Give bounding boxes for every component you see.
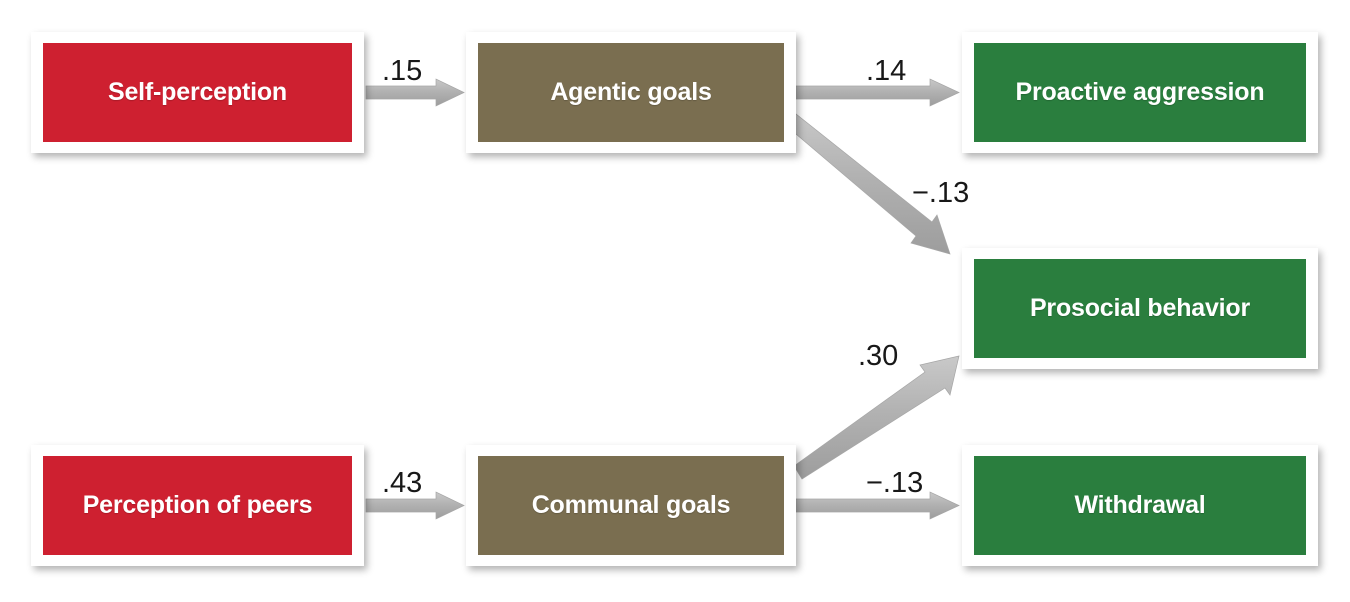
node-label-prosocial-behavior: Prosocial behavior bbox=[1029, 293, 1251, 322]
node-label-agentic-goals: Agentic goals bbox=[550, 77, 712, 106]
node-fill-prosocial-behavior: Prosocial behavior bbox=[974, 259, 1306, 358]
node-fill-self-perception: Self-perception bbox=[43, 43, 352, 142]
arrow-communal-goals-to-prosocial-behavior bbox=[793, 355, 960, 480]
node-label-perception-of-peers: Perception of peers bbox=[82, 490, 313, 519]
node-fill-communal-goals: Communal goals bbox=[478, 456, 784, 555]
node-prosocial-behavior[interactable]: Prosocial behavior bbox=[962, 248, 1318, 369]
node-proactive-aggression[interactable]: Proactive aggression bbox=[962, 32, 1318, 153]
node-perception-of-peers[interactable]: Perception of peers bbox=[31, 445, 364, 566]
node-self-perception[interactable]: Self-perception bbox=[31, 32, 364, 153]
edge-label-communal-goals-to-prosocial-behavior: .30 bbox=[858, 340, 899, 372]
edge-label-self-perception-to-agentic-goals: .15 bbox=[382, 55, 423, 87]
edge-label-perception-of-peers-to-communal-goals: .43 bbox=[382, 467, 423, 499]
node-label-communal-goals: Communal goals bbox=[531, 490, 731, 519]
edge-label-agentic-goals-to-proactive-aggression: .14 bbox=[866, 55, 907, 87]
node-fill-agentic-goals: Agentic goals bbox=[478, 43, 784, 142]
node-fill-withdrawal: Withdrawal bbox=[974, 456, 1306, 555]
node-label-proactive-aggression: Proactive aggression bbox=[1015, 77, 1265, 106]
node-withdrawal[interactable]: Withdrawal bbox=[962, 445, 1318, 566]
node-label-self-perception: Self-perception bbox=[108, 77, 287, 106]
node-fill-perception-of-peers: Perception of peers bbox=[43, 456, 352, 555]
node-label-withdrawal: Withdrawal bbox=[1074, 490, 1206, 519]
node-fill-proactive-aggression: Proactive aggression bbox=[974, 43, 1306, 142]
node-agentic-goals[interactable]: Agentic goals bbox=[466, 32, 796, 153]
edge-label-agentic-goals-to-prosocial-behavior: −.13 bbox=[912, 177, 970, 209]
edge-label-communal-goals-to-withdrawal: −.13 bbox=[866, 467, 924, 499]
node-communal-goals[interactable]: Communal goals bbox=[466, 445, 796, 566]
